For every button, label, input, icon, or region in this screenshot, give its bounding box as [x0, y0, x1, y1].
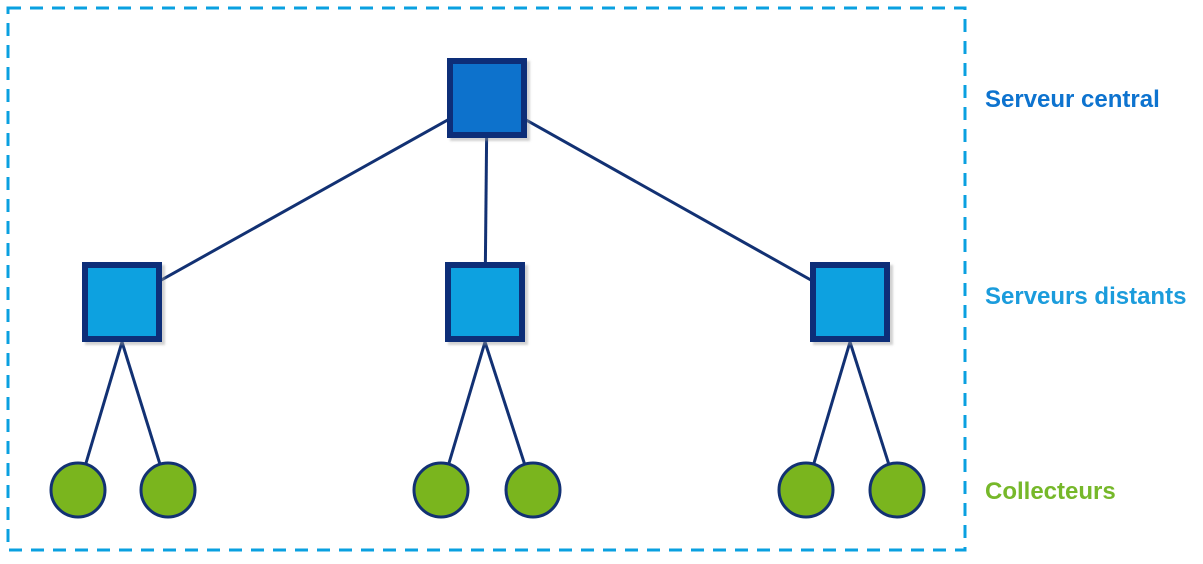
remote-server-node-1	[82, 262, 162, 342]
collector-node-2	[139, 461, 197, 519]
collector-node-1	[49, 461, 107, 519]
connector-central-remote3	[486, 96, 851, 304]
remote-server-node-2	[445, 262, 525, 342]
connector-central-remote1	[121, 96, 488, 304]
collector-node-4	[504, 461, 562, 519]
label-collectors: Collecteurs	[985, 478, 1116, 505]
collector-node-5	[777, 461, 835, 519]
label-central-server: Serveur central	[985, 86, 1160, 113]
central-server-node	[447, 58, 527, 138]
collector-node-6	[868, 461, 926, 519]
remote-server-node-3	[810, 262, 890, 342]
label-remote-servers: Serveurs distants	[985, 283, 1187, 310]
collector-node-3	[412, 461, 470, 519]
